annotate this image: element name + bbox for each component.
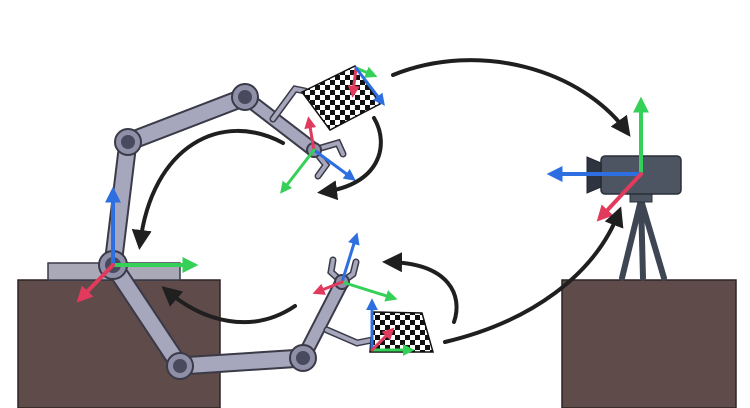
arrow-lower-gripper-to-base (161, 286, 297, 325)
arrow-board-to-gripper-lower (382, 252, 459, 324)
arrow-board-to-gripper-upper (317, 116, 383, 201)
tripod (619, 197, 667, 281)
camera-pedestal (561, 279, 737, 408)
robot-arm-upper (103, 83, 347, 275)
frame-checkerboard-lower (366, 298, 415, 356)
arrow-lower-board-to-camera (443, 206, 624, 344)
transform-arrows (131, 58, 631, 344)
frame-checkerboard-upper (347, 66, 385, 106)
robot-base-pedestal (17, 279, 221, 408)
frame-gripper-lower (312, 232, 398, 302)
checkerboard-lower (369, 311, 434, 353)
arrow-checkerboard-to-camera (391, 58, 631, 137)
checkerboard-upper (300, 65, 382, 131)
arrow-gripper-to-base (131, 128, 285, 250)
frame-robot-base (76, 186, 199, 303)
robot-arm-lower (103, 255, 376, 380)
frame-gripper-upper (280, 116, 356, 194)
